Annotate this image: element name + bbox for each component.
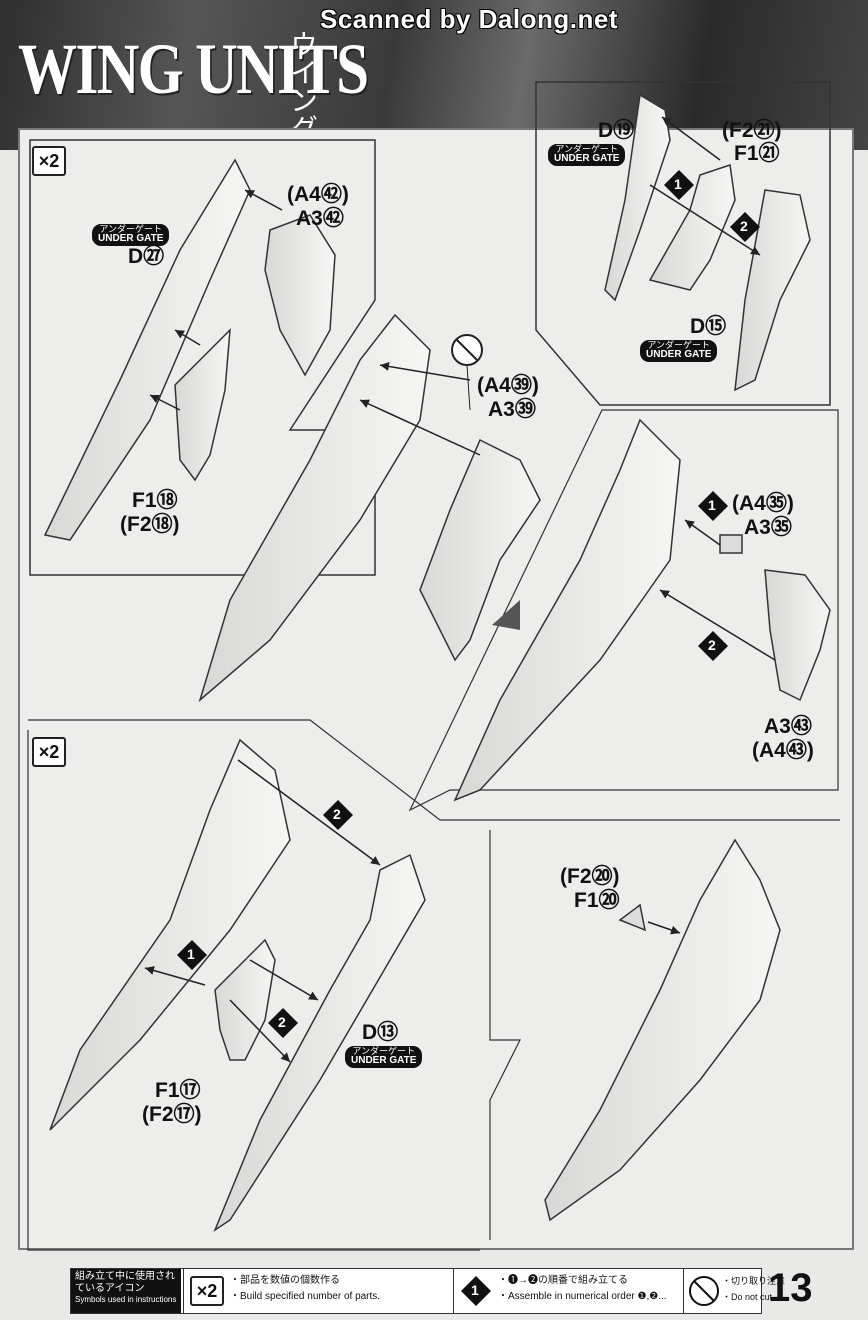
part-label-d13: D⑬ [362, 1021, 399, 1044]
wing-part-d15 [734, 189, 811, 392]
panel-bottom-divider [28, 719, 840, 821]
part-label-a4-35: (A4㉟) [732, 492, 794, 515]
panel-bottom-left-frame [27, 730, 480, 1251]
part-label-f2-17: (F2⑰) [142, 1103, 202, 1126]
legend-heading: 組み立て中に使用されているアイコン Symbols used in instru… [71, 1269, 181, 1313]
panel-right-mid-frame [408, 409, 839, 812]
legend-multiplier-jp: ・部品を数値の個数作る [230, 1275, 340, 1286]
part-label-a3-43: A3㊸ [764, 715, 812, 738]
watermark-text: Scanned by Dalong.net [320, 4, 618, 34]
wing-part-f1-21 [648, 164, 736, 291]
part-label-a4-43: (A4㊸) [752, 739, 814, 762]
panel-bottom-right-frame [489, 830, 521, 1240]
legend-do-not-cut: ・切り取り注意 ・Do not cut. [683, 1269, 785, 1313]
symbol-legend: 組み立て中に使用されているアイコン Symbols used in instru… [70, 1268, 785, 1314]
part-label-f2-18: (F2⑱) [120, 513, 180, 536]
multiplier-icon: ×2 [190, 1276, 224, 1306]
step-2-icon-top-right [730, 212, 760, 242]
part-a3-42 [264, 214, 336, 377]
wing-frame-center [198, 313, 431, 703]
part-a3-43 [764, 569, 831, 702]
step-2-label: 2 [333, 806, 341, 822]
wing-part-d19 [604, 93, 671, 302]
part-label-a4-42: (A4㊷) [287, 183, 349, 206]
legend-multiplier: ×2 ・部品を数値の個数作る ・Build specified number o… [183, 1269, 452, 1313]
part-label-f2-21: (F2㉑) [722, 119, 782, 142]
page-title-kana: ウイング [286, 30, 319, 142]
page-title: WING UNITS [18, 29, 369, 109]
wing-feather-center [419, 438, 541, 662]
step-order-icon-label: 1 [471, 1282, 479, 1298]
part-d13 [213, 853, 426, 1232]
wing-finished-bottom-right [544, 838, 781, 1222]
part-label-f1-21: F1㉑ [734, 142, 780, 165]
wing-frame-right-mid [453, 418, 681, 802]
part-label-f1-20: F1⑳ [574, 889, 620, 912]
part-label-f1-17: F1⑰ [155, 1079, 201, 1102]
legend-cut-en: ・Do not cut. [722, 1292, 775, 1302]
part-label-a4-39: (A4㊴) [477, 374, 539, 397]
step-1-label: 1 [674, 176, 682, 192]
step-order-icon [461, 1276, 491, 1306]
step-2-label: 2 [740, 218, 748, 234]
legend-step-jp: ・❶→❷の順番で組み立てる [498, 1275, 628, 1286]
legend-step-en: ・Assemble in numerical order ❶,❷... [498, 1291, 667, 1302]
part-a3-35 [719, 534, 743, 554]
do-not-cut-icon [689, 1276, 719, 1306]
part-label-d27: D㉗ [128, 245, 165, 268]
part-label-d19: D⑲ [598, 119, 635, 142]
legend-step-order: 1 ・❶→❷の順番で組み立てる ・Assemble in numerical o… [453, 1269, 694, 1313]
step-1-label: 1 [187, 946, 195, 962]
part-label-f1-18: F1⑱ [132, 489, 178, 512]
part-label-a3-35: A3㉟ [744, 516, 792, 539]
step-2-icon-right-mid [698, 631, 728, 661]
wing-frame-top-left [43, 158, 251, 541]
panel-top-right-frame [535, 81, 831, 406]
direction-triangle [492, 600, 520, 630]
part-label-d15: D⑮ [690, 315, 727, 338]
part-f1-18 [174, 328, 231, 482]
page-number: 13 [768, 1266, 813, 1310]
step-1-icon-bottom [177, 940, 207, 970]
part-f1-20 [618, 903, 647, 932]
step-1-label: 1 [708, 497, 716, 513]
step-2-icon-bottom-a [323, 800, 353, 830]
legend-multiplier-en: ・Build specified number of parts. [230, 1291, 381, 1302]
wing-frame-bottom-left [49, 738, 291, 1131]
step-2-label: 2 [278, 1014, 286, 1030]
step-2-label: 2 [708, 637, 716, 653]
part-label-a3-42: A3㊷ [296, 207, 344, 230]
part-f1-17 [214, 938, 276, 1061]
step-2-icon-bottom-b [268, 1008, 298, 1038]
header-background [0, 0, 868, 150]
legend-cut-jp: ・切り取り注意 [722, 1276, 786, 1286]
step-1-icon-right-mid [698, 491, 728, 521]
multiplier-badge: ×2 [32, 737, 66, 767]
part-label-f2-20: (F2⑳) [560, 865, 620, 888]
multiplier-badge: ×2 [32, 146, 66, 176]
part-label-a3-39: A3㊴ [488, 398, 536, 421]
step-1-icon-top-right [664, 170, 694, 200]
